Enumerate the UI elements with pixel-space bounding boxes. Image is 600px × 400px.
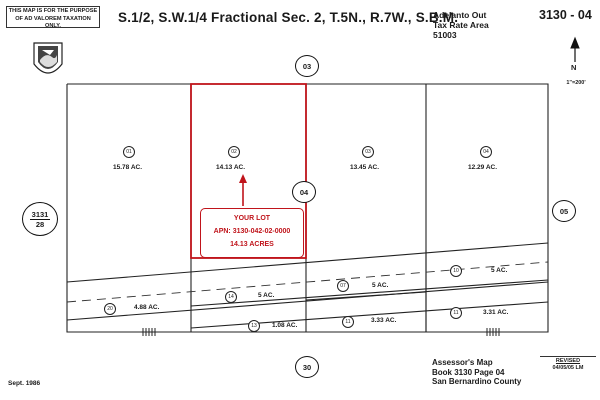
parcel-area: 14.13 AC. [216, 164, 246, 171]
parcel-area: 3.31 AC. [483, 309, 509, 316]
parcel-area: 3.33 AC. [371, 317, 397, 324]
parcel-number[interactable]: 11 [342, 316, 354, 328]
tax-rate-area: Adelanto Out Tax Rate Area 51003 [433, 10, 489, 40]
assessor-info: Assessor's Map Book 3130 Page 04 San Ber… [432, 358, 521, 387]
adjoining-book-number: 3131 [29, 209, 51, 220]
map-title: S.1/2, S.W.1/4 Fractional Sec. 2, T.5N.,… [118, 10, 459, 25]
disclaimer-line2: OF AD VALOREM TAXATION ONLY. [15, 15, 91, 30]
callout-acres: 14.13 ACRES [230, 241, 274, 248]
parcel-area: 15.78 AC. [113, 164, 143, 171]
parcel-number[interactable]: 10 [450, 265, 462, 277]
parcel-number[interactable]: 14 [225, 291, 237, 303]
disclaimer-box: THIS MAP IS FOR THE PURPOSE OF AD VALORE… [6, 6, 100, 30]
callout-title: YOUR LOT [233, 215, 271, 222]
parcel-area: 5 AC. [491, 267, 508, 274]
assessor-line2: Book 3130 Page 04 [432, 367, 505, 377]
parcel-number[interactable]: 20 [104, 303, 116, 315]
disclaimer-line1: THIS MAP IS FOR THE PURPOSE [8, 8, 98, 14]
your-lot-callout[interactable]: YOUR LOT APN: 3130-042-02-0000 14.13 ACR… [200, 208, 304, 258]
parcel-number[interactable]: 01 [123, 146, 135, 158]
parcel-area: 4.88 AC. [134, 304, 160, 311]
tra-line2: Tax Rate Area [433, 20, 489, 30]
tra-line3: 51003 [433, 30, 457, 40]
parcel-number[interactable]: 02 [228, 146, 240, 158]
map-scale: 1"=200' [566, 80, 586, 86]
adjoining-page-center[interactable]: 04 [292, 181, 316, 203]
adjoining-book-left[interactable]: 3131 28 [22, 202, 58, 236]
revised-label: REVISED [555, 358, 581, 364]
parcel-number[interactable]: 04 [480, 146, 492, 158]
revised-date: 04/05/05 LM [552, 365, 584, 371]
parcel-area: 1.08 AC. [272, 322, 298, 329]
parcel-number[interactable]: 07 [337, 280, 349, 292]
parcel-number[interactable]: 13 [248, 320, 260, 332]
callout-apn: APN: 3130-042-02-0000 [213, 228, 291, 235]
parcel-area: 5 AC. [372, 282, 389, 289]
tra-line1: Adelanto Out [433, 10, 487, 20]
parcel-area: 5 AC. [258, 292, 275, 299]
revision-stamp: REVISED 04/05/05 LM [540, 356, 596, 372]
parcel-number[interactable]: 11 [450, 307, 462, 319]
county-seal-logo [33, 42, 63, 74]
assessor-line1: Assessor's Map [432, 358, 493, 367]
adjoining-page-top[interactable]: 03 [295, 55, 319, 77]
map-number: 3130 - 04 [539, 8, 592, 22]
parcel-number[interactable]: 03 [362, 146, 374, 158]
north-letter: N [571, 63, 577, 72]
parcel-area: 13.45 AC. [350, 164, 380, 171]
map-date: Sept. 1986 [8, 380, 41, 387]
parcel-area: 12.29 AC. [468, 164, 498, 171]
adjoining-page-right[interactable]: 05 [552, 200, 576, 222]
assessor-line3: San Bernardino County [432, 377, 522, 386]
adjoining-book-page: 28 [35, 219, 45, 229]
adjoining-page-bottom[interactable]: 30 [295, 356, 319, 378]
